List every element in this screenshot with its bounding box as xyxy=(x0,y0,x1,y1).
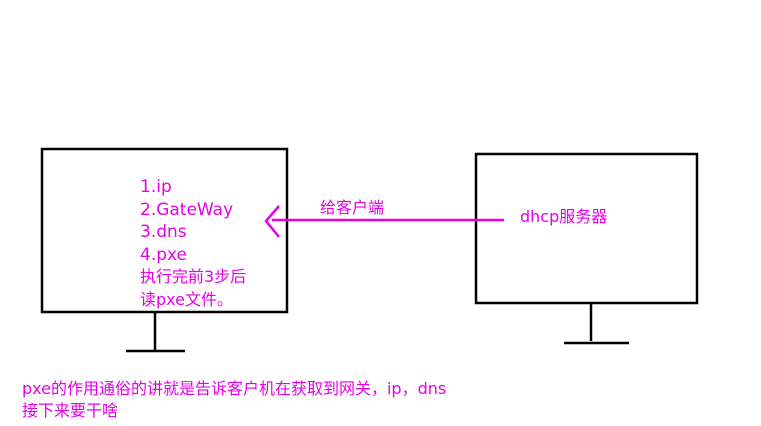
caption-line-2: 接下来要干啥 xyxy=(22,401,119,420)
server-label: dhcp服务器 xyxy=(520,207,608,226)
arrow-head xyxy=(264,205,280,238)
client-line-dns: 3.dns xyxy=(140,222,187,242)
client-screen xyxy=(40,147,289,314)
client-line-pxe: 4.pxe xyxy=(140,244,188,265)
caption-line-1: pxe的作用通俗的讲就是告诉客户机在获取到网关，ip，dns xyxy=(22,379,447,398)
client-line-note-1: 执行完前3步后 xyxy=(140,267,247,286)
server-screen xyxy=(474,152,699,305)
arrow-label: 给客户端 xyxy=(320,198,385,217)
client-line-gateway: 2.GateWay xyxy=(140,199,234,220)
client-line-ip: 1.ip xyxy=(140,177,172,197)
server-monitor xyxy=(474,152,699,345)
client-monitor xyxy=(40,147,289,353)
client-info-list: 1.ip 2.GateWay 3.dns 4.pxe 执行完前3步后 读pxe文… xyxy=(140,176,246,311)
caption: pxe的作用通俗的讲就是告诉客户机在获取到网关，ip，dns 接下来要干啥 xyxy=(22,378,446,422)
arrow-to-client xyxy=(264,205,504,238)
client-line-note-2: 读pxe文件。 xyxy=(140,289,233,309)
